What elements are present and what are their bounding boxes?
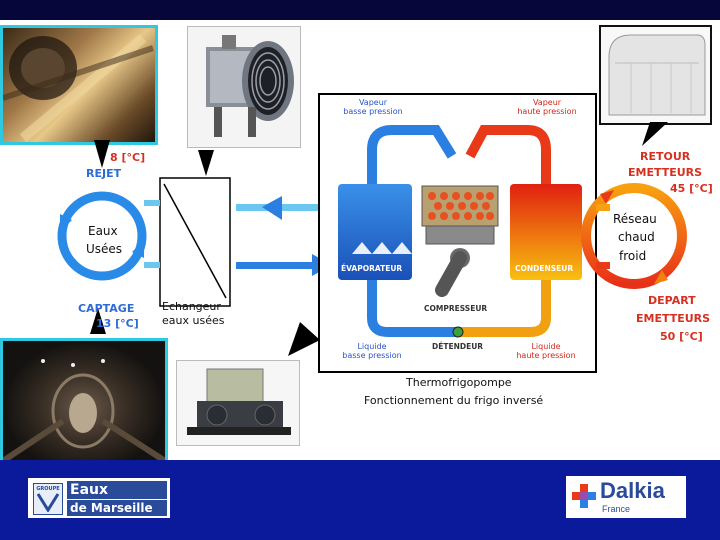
liquid-low-line1: Liquide bbox=[334, 342, 410, 351]
retour-temperature: 45 [°C] bbox=[670, 182, 713, 195]
captage-label: CAPTAGE bbox=[78, 302, 134, 315]
depart-temperature: 50 [°C] bbox=[660, 330, 703, 343]
retour-label-line1: RETOUR bbox=[640, 150, 690, 163]
depart-label-line2: EMETTEURS bbox=[636, 312, 710, 325]
expander-valve bbox=[453, 327, 463, 337]
eaux-logo-line1: Eaux bbox=[67, 481, 167, 499]
dalkia-mark-icon bbox=[570, 482, 598, 510]
eaux-logo-line2: de Marseille bbox=[67, 500, 167, 516]
captage-temperature: 13 [°C] bbox=[96, 317, 139, 330]
vapor-low-label: Vapeur basse pression bbox=[334, 98, 412, 116]
vapor-high-label: Vapeur haute pression bbox=[508, 98, 586, 116]
rejet-label: REJET bbox=[86, 167, 121, 180]
vapor-low-line1: Vapeur bbox=[334, 98, 412, 107]
eaux-de-marseille-logo: GROUPE Eaux de Marseille bbox=[28, 478, 170, 518]
exchanger-label-line2: eaux usées bbox=[162, 314, 224, 327]
dalkia-brand: Dalkia bbox=[600, 478, 665, 504]
vapor-low-line2: basse pression bbox=[334, 107, 412, 116]
liquid-low-label: Liquide basse pression bbox=[334, 342, 410, 360]
condenser-label: CONDENSEUR bbox=[515, 264, 573, 273]
rejet-temperature: 8 [°C] bbox=[110, 151, 145, 164]
compressor-label: COMPRESSEUR bbox=[424, 304, 487, 313]
left-loop-center-line1: Eaux bbox=[88, 224, 118, 238]
liquid-low-line2: basse pression bbox=[334, 351, 410, 360]
caption-line2: Fonctionnement du frigo inversé bbox=[364, 394, 543, 407]
dalkia-country: France bbox=[602, 504, 630, 514]
liquid-high-line2: haute pression bbox=[508, 351, 584, 360]
dalkia-logo: Dalkia France bbox=[566, 476, 686, 518]
depart-label-line1: DEPART bbox=[648, 294, 696, 307]
exchanger-label-line1: Echangeur bbox=[162, 300, 221, 313]
groupe-badge: GROUPE bbox=[33, 483, 63, 515]
liquid-high-line1: Liquide bbox=[508, 342, 584, 351]
left-loop-center-line2: Usées bbox=[86, 242, 122, 256]
right-loop-center-line1: Réseau bbox=[613, 212, 657, 226]
caption-line1: Thermofrigopompe bbox=[406, 376, 512, 389]
expander-label: DÉTENDEUR bbox=[432, 342, 483, 351]
retour-label-line2: EMETTEURS bbox=[628, 166, 702, 179]
vapor-high-line2: haute pression bbox=[508, 107, 586, 116]
right-loop-center-line2: chaud bbox=[618, 230, 655, 244]
right-loop-center-line3: froid bbox=[619, 249, 646, 263]
evaporator-label: ÉVAPORATEUR bbox=[341, 264, 402, 273]
drop-icon bbox=[34, 492, 62, 512]
vapor-high-line1: Vapeur bbox=[508, 98, 586, 107]
liquid-high-label: Liquide haute pression bbox=[508, 342, 584, 360]
